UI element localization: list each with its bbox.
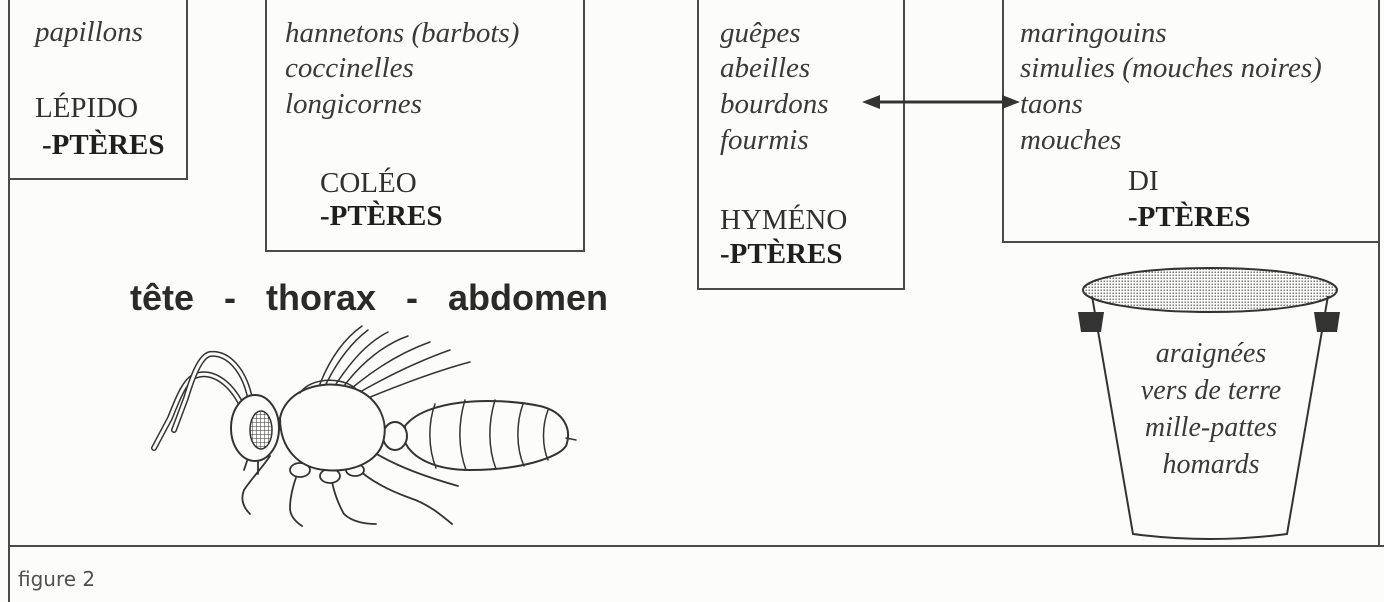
bucket-item: vers de terre — [1100, 372, 1322, 409]
order-suffix: -PTÈRES — [320, 198, 442, 234]
figure-caption: figure 2 — [18, 566, 95, 592]
insect-drawing — [140, 318, 580, 533]
order-suffix: -PTÈRES — [720, 236, 842, 272]
order-example: coccinelles — [285, 50, 414, 86]
order-prefix: LÉPIDO — [35, 90, 138, 126]
order-example: hannetons (barbots) — [285, 15, 519, 51]
body-parts-label: tête - thorax - abdomen — [130, 276, 608, 320]
order-prefix: HYMÉNO — [720, 202, 847, 238]
order-prefix: DI — [1128, 163, 1159, 199]
order-example: mouches — [1020, 122, 1121, 158]
order-example: papillons — [35, 14, 143, 50]
bucket-item: homards — [1100, 446, 1322, 483]
order-example: longicornes — [285, 86, 422, 122]
order-example: abeilles — [720, 50, 810, 86]
order-example: guêpes — [720, 15, 801, 51]
order-example: bourdons — [720, 86, 829, 122]
bucket-item: mille-pattes — [1100, 409, 1322, 446]
bucket-handle-right — [1314, 312, 1340, 332]
bucket-item: araignées — [1100, 335, 1322, 372]
order-suffix: -PTÈRES — [42, 127, 164, 163]
double-arrow — [862, 92, 1020, 112]
order-example: simulies (mouches noires) — [1020, 50, 1322, 86]
order-example: taons — [1020, 86, 1083, 122]
bucket-handle-left — [1078, 312, 1104, 332]
order-suffix: -PTÈRES — [1128, 199, 1250, 235]
order-example: fourmis — [720, 122, 809, 158]
frame-bottom-border — [8, 545, 1384, 547]
order-example: maringouins — [1020, 15, 1167, 51]
order-prefix: COLÉO — [320, 165, 417, 201]
bucket-contents: araignées vers de terre mille-pattes hom… — [1100, 335, 1322, 483]
